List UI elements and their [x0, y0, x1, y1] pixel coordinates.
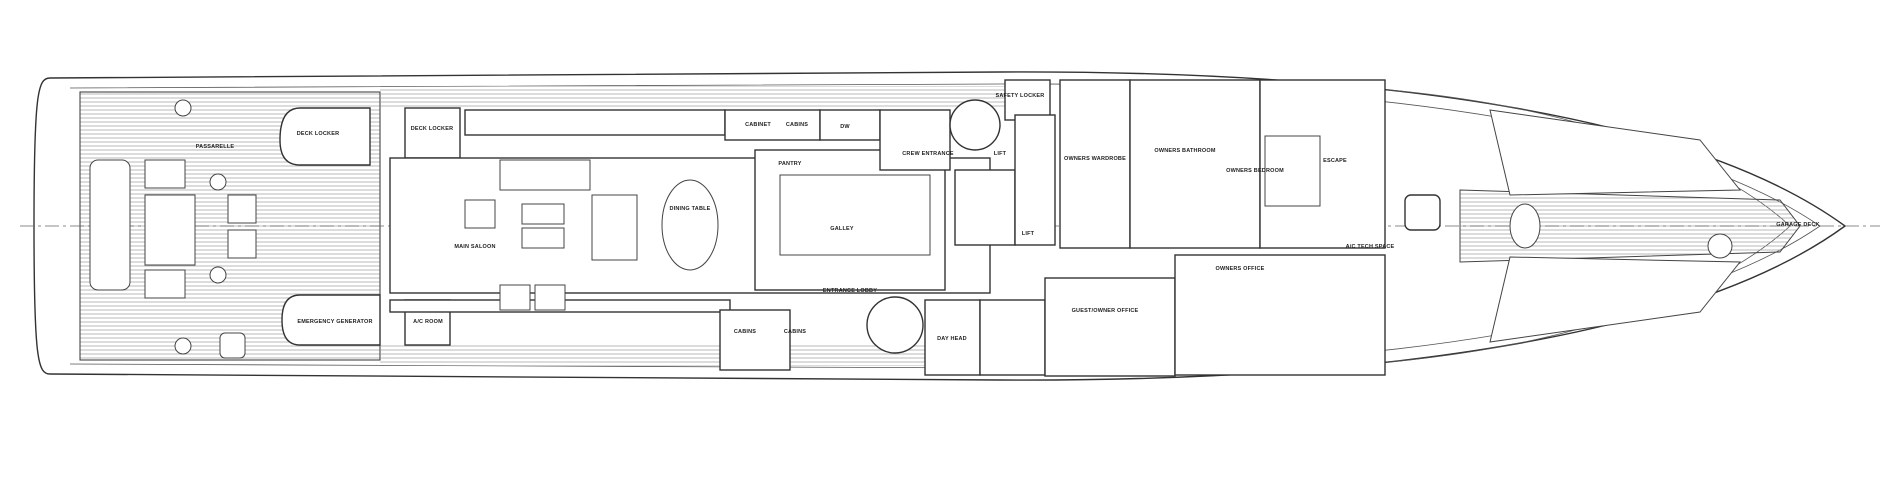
label-ac-room: A/C ROOM — [413, 319, 443, 325]
label-cabinet-4: CABINS — [784, 329, 806, 335]
label-day-head: DAY HEAD — [937, 336, 967, 342]
tenders — [1489, 109, 1742, 343]
label-lift-2: LIFT — [1022, 231, 1035, 237]
port-side-deck — [380, 86, 1010, 108]
label-owners-wardrobe: OWNERS WARDROBE — [1064, 156, 1126, 162]
room-labels: PASSARELLE DECK LOCKER DECK LOCKER MAIN … — [196, 93, 1820, 342]
rooms — [279, 79, 1441, 377]
label-emergency-generator: EMERGENCY GENERATOR — [297, 319, 372, 325]
label-cabinet-3: CABINS — [734, 329, 756, 335]
label-lift-1: LIFT — [994, 151, 1007, 157]
label-dining-table: DINING TABLE — [669, 206, 710, 212]
label-pantry: PANTRY — [778, 161, 801, 167]
label-garage-deck: GARAGE DECK — [1776, 222, 1819, 228]
label-escape: ESCAPE — [1323, 158, 1347, 164]
starboard-side-deck — [380, 344, 1010, 366]
label-ac-tech-space: A/C TECH SPACE — [1346, 244, 1395, 250]
label-cabinet-2: CABINS — [786, 122, 808, 128]
label-owners-office: OWNERS OFFICE — [1215, 266, 1264, 272]
label-crew-entrance: CREW ENTRANCE — [902, 151, 954, 157]
label-guest-owner-office: GUEST/OWNER OFFICE — [1072, 308, 1139, 314]
label-cabinet-1: CABINET — [745, 122, 771, 128]
label-main-saloon: MAIN SALOON — [454, 244, 495, 250]
saloon-furniture — [464, 159, 719, 311]
label-entrance-lobby: ENTRANCE LOBBY — [823, 288, 877, 294]
label-owners-bathroom: OWNERS BATHROOM — [1154, 148, 1215, 154]
label-passarelle: PASSARELLE — [196, 144, 235, 150]
label-owners-bedroom: OWNERS BEDROOM — [1226, 168, 1284, 174]
label-galley: GALLEY — [830, 226, 854, 232]
stern-furniture — [89, 99, 257, 359]
label-deck-locker-2: DECK LOCKER — [411, 126, 454, 132]
label-dw: DW — [840, 124, 850, 130]
label-safety-locker: SAFETY LOCKER — [996, 93, 1045, 99]
label-deck-locker-1: DECK LOCKER — [297, 131, 340, 137]
